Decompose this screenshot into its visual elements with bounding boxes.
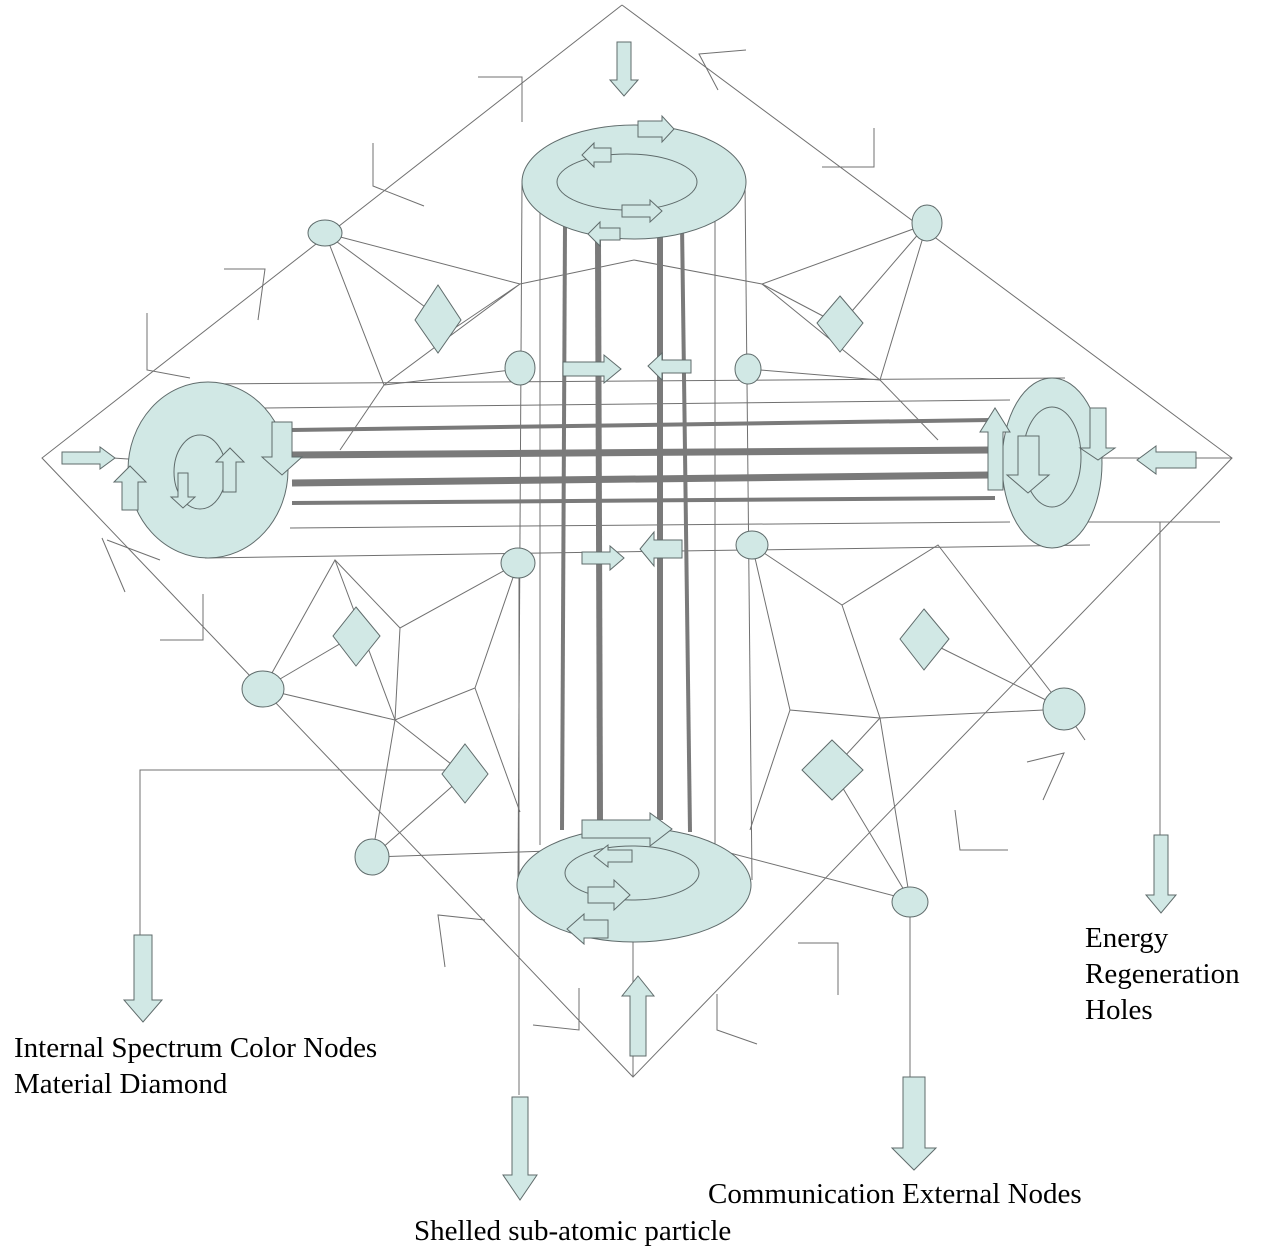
node-circle [241,670,285,708]
arrow-down-icon [1078,407,1117,461]
left-cylinder-cap [127,381,289,559]
arrow-down-icon [608,41,640,97]
node-circle [735,530,769,560]
internal-nodes-label-line2: Material Diamond [14,1068,228,1100]
arrow-left-icon [647,351,692,382]
frame-chevron-icon [798,942,839,995]
leader-internal-nodes [139,769,465,935]
bar-vertical-1 [560,225,567,831]
diamond-node [801,739,864,801]
frame-chevron-icon [437,914,486,968]
arrow-left-icon [639,530,683,568]
node-circle [911,204,943,242]
frame-chevron-icon [716,994,758,1045]
arrow-down-icon [1144,834,1178,914]
arrow-right-icon [61,446,116,470]
frame-chevron-icon [698,49,747,91]
top-cylinder-cap [521,124,747,240]
energy-label-line2: Regeneration [1085,958,1240,990]
frame-chevron-icon [372,143,425,207]
arrow-left-icon [587,220,621,248]
arrow-right-icon [562,353,622,385]
arrow-up-icon [214,447,246,493]
arrow-left-icon [581,141,612,169]
arrow-left-icon [593,843,633,869]
diamond-node [816,295,864,353]
bar-horizontal-4 [291,496,996,505]
node-circle [307,219,343,247]
diamond-node [899,608,950,671]
bar-horizontal-1 [291,418,991,432]
arrow-right-icon [581,812,673,848]
communication-label: Communication External Nodes [708,1178,1082,1210]
frame-chevron-icon [224,268,266,321]
diamond-node [332,606,381,667]
frame-chevron-icon [532,988,580,1031]
arrow-right-icon [637,114,675,144]
frame-chevron-icon [1026,752,1065,801]
arrow-right-icon [621,198,663,224]
arrow-down-icon [1005,435,1051,494]
arrow-right-icon [581,544,625,572]
arrow-down-icon [169,472,197,509]
node-circle [891,886,929,918]
node-circle [734,353,762,385]
bottom-cylinder-cap [516,827,752,943]
frame-chevron-icon [146,313,191,379]
arrow-up-icon [620,975,656,1057]
bar-vertical-4 [680,223,692,833]
right-cylinder-cap [1001,377,1103,549]
arrow-down-icon [260,421,304,476]
arrow-right-icon [587,878,631,912]
arrow-down-icon [502,1096,538,1201]
node-circle [1042,687,1086,731]
energy-label-line3: Holes [1085,994,1153,1026]
node-circle [354,838,390,876]
energy-label-line1: Energy [1085,922,1169,954]
arrow-down-icon [890,1076,938,1171]
frame-chevron-icon [822,128,875,168]
node-circle [500,547,536,579]
frame-chevron-icon [478,76,523,122]
bar-horizontal-2 [291,446,991,459]
frame-chevron-icon [101,537,126,593]
bar-vertical-2 [595,239,603,823]
diamond-node [414,284,462,354]
arrow-left-icon [1136,445,1197,475]
arrow-up-icon [979,407,1011,491]
arrow-down-icon [122,934,164,1023]
diamond-node [441,743,489,804]
arrow-left-icon [566,912,609,946]
internal-nodes-label-line1: Internal Spectrum Color Nodes [14,1032,378,1064]
bar-horizontal-3 [291,471,991,487]
shelled-particle-label: Shelled sub-atomic particle [414,1215,732,1247]
arrow-up-icon [112,465,148,511]
frame-chevron-icon [954,809,1008,851]
node-circle [504,350,536,386]
frame-chevron-icon [160,594,204,641]
frame-chevron-icon [106,539,161,561]
